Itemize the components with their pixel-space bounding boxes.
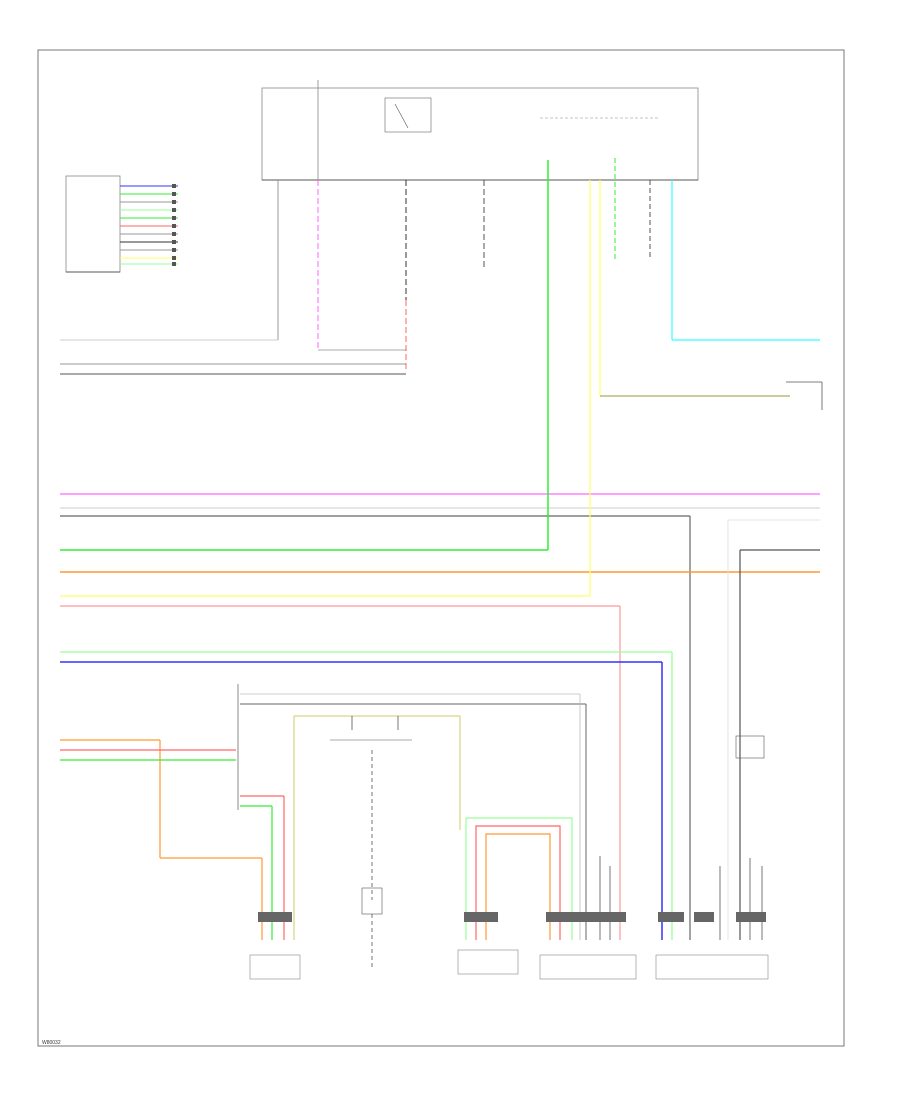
top-control-unit [261,87,699,181]
bottom-connector-outlines [249,949,769,980]
diagram-footer-code: W80032 [42,1040,61,1046]
bottom-connectors [258,912,766,922]
left-connector-block [65,175,178,273]
diagram-frame [37,49,845,1047]
horizontal-bus-wires [60,160,820,940]
top-vertical-wires [277,80,823,410]
lower-control-unit [60,684,765,970]
left-side-wires [60,339,406,375]
